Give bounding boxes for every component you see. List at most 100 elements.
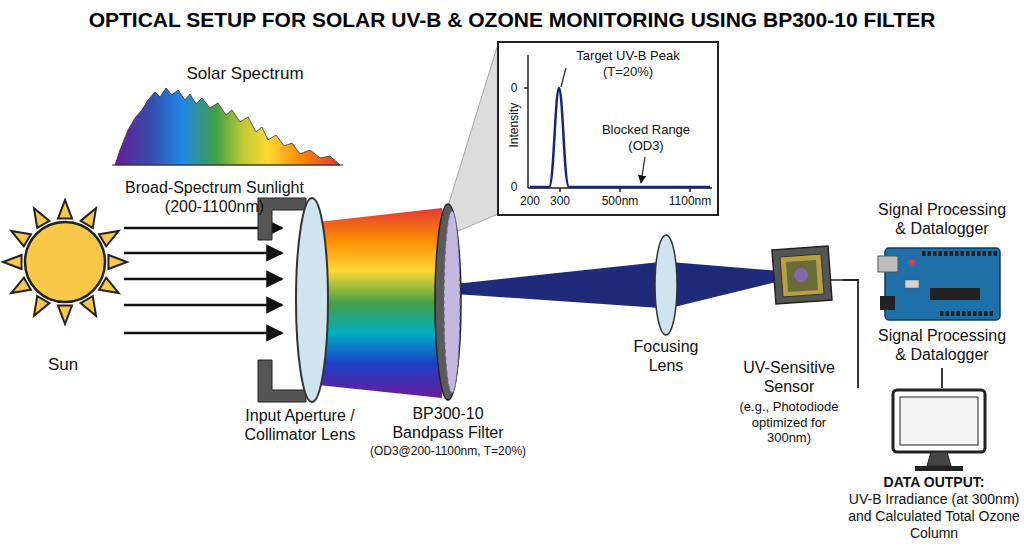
tick-label: 1100nm — [666, 194, 714, 208]
navy-beam — [455, 262, 792, 308]
collimator-label: Input Aperture / Collimator Lens — [240, 406, 360, 444]
axis-title: Intensity — [507, 95, 521, 155]
header-pin — [944, 251, 948, 256]
header-pin — [972, 251, 976, 256]
input-aperture — [258, 198, 306, 240]
output-heading: DATA OUTPUT: — [848, 474, 1020, 491]
header-pin — [939, 251, 943, 256]
header-pin — [966, 251, 970, 256]
arduino-board — [909, 259, 915, 265]
datalogger-node: Signal Processing & DataloggerSignal Pro… — [870, 200, 1014, 368]
inset-graph — [498, 42, 718, 215]
signal-wire — [941, 368, 943, 388]
sensor-name: UV-Sensitive Sensor — [735, 358, 843, 396]
rainbow-beam — [318, 208, 442, 398]
arduino-board — [905, 280, 919, 288]
input-aperture — [258, 360, 306, 402]
header-pin — [940, 311, 944, 316]
sunlight-arrows — [124, 252, 282, 255]
solar-spectrum — [112, 88, 343, 165]
solar-spectrum — [112, 165, 343, 166]
datalogger-label: Signal Processing & Datalogger — [873, 200, 1011, 238]
bandpass-filter — [435, 204, 461, 400]
focusing-lens — [655, 235, 677, 335]
sun-ray — [58, 200, 72, 219]
sun-node: Sun — [8, 195, 118, 385]
axis-value: 0 — [506, 81, 522, 95]
header-pin — [933, 251, 937, 256]
header-pin — [983, 251, 987, 256]
monitor — [915, 466, 963, 471]
sunlight-arrows — [124, 332, 282, 335]
monitor — [893, 390, 985, 452]
inset-graph — [498, 42, 718, 215]
axis-value: 0 — [506, 180, 522, 194]
focusing-lens-label: Focusing Lens — [620, 337, 712, 375]
header-pin — [961, 251, 965, 256]
header-pin — [928, 251, 932, 256]
header-pin — [962, 311, 966, 316]
filter-spec: (OD3@200-1100nm, T=20%) — [363, 444, 533, 458]
header-pin — [950, 251, 954, 256]
datalogger-label: Signal Processing & Datalogger — [873, 326, 1011, 364]
sunlight-arrows — [124, 304, 282, 307]
tick-label: 300 — [548, 194, 572, 208]
inset-graph — [689, 188, 691, 192]
spectrum-label: Solar Spectrum — [170, 64, 320, 84]
sunlight-label: Broad-Spectrum Sunlight (200-1100nm) — [112, 178, 317, 216]
zoom-wedge — [448, 44, 498, 232]
inset-graph — [524, 87, 528, 89]
bandpass-filter — [435, 204, 461, 400]
tick-label: 200 — [518, 194, 542, 208]
inset-graph — [619, 188, 621, 192]
inset-graph — [530, 88, 710, 187]
blocked-annotation: Blocked Range (OD3) — [594, 122, 698, 153]
sunlight-arrows — [124, 228, 282, 333]
output-body: UV-B Irradiance (at 300nm) and Calculate… — [848, 491, 1020, 541]
header-pin — [973, 311, 977, 316]
filter-name: BP300-10 Bandpass Filter — [388, 404, 508, 442]
monitor — [927, 452, 951, 466]
inset-graph — [559, 188, 561, 192]
sun-ray — [108, 255, 127, 269]
arduino-board — [878, 248, 1000, 320]
monitor-node: DATA OUTPUT:UV-B Irradiance (at 300nm) a… — [848, 388, 1020, 550]
header-pin — [977, 251, 981, 256]
sun-label: Sun — [8, 355, 118, 375]
header-pin — [994, 251, 998, 256]
inset-graph — [561, 68, 566, 87]
uv-sensor — [794, 268, 808, 282]
sun-ray — [3, 255, 22, 269]
uv-sensor — [772, 246, 832, 304]
diagram-title: OPTICAL SETUP FOR SOLAR UV-B & OZONE MON… — [8, 7, 1016, 32]
header-pin — [955, 251, 959, 256]
peak-annotation: Target UV-B Peak (T=20%) — [566, 48, 690, 79]
uv-sensor — [786, 260, 818, 292]
signal-wire — [843, 280, 858, 388]
monitor — [893, 390, 985, 471]
sun-rays — [3, 200, 127, 324]
uv-sensor — [830, 279, 845, 281]
arduino-board — [878, 256, 898, 272]
header-pin — [957, 311, 961, 316]
uv-sensor — [780, 254, 824, 297]
arduino-board — [885, 248, 1000, 320]
inset-graph-node: 00Intensity200300500nm1100nmTarget UV-B … — [498, 42, 718, 215]
arduino-board — [930, 288, 980, 300]
header-pin — [984, 311, 988, 316]
collimator-lens — [296, 198, 328, 402]
solar-spectrum — [115, 88, 340, 165]
header-pin — [951, 311, 955, 316]
filter-node: BP300-10 Bandpass Filter (OD3@200-1100nm,… — [363, 218, 533, 463]
sun-ray — [58, 305, 72, 324]
monitor — [900, 397, 978, 445]
collimator-node: Input Aperture / Collimator Lens — [240, 196, 360, 447]
sunlight-arrows — [124, 278, 282, 281]
arduino-board — [880, 296, 895, 310]
header-pin — [990, 311, 994, 316]
sun-disc — [25, 222, 105, 302]
navy-beam — [455, 262, 660, 308]
sensor-note: (e.g., Photodiode optimized for 300nm) — [735, 399, 843, 446]
header-pin — [979, 311, 983, 316]
tick-label: 500nm — [598, 194, 642, 208]
